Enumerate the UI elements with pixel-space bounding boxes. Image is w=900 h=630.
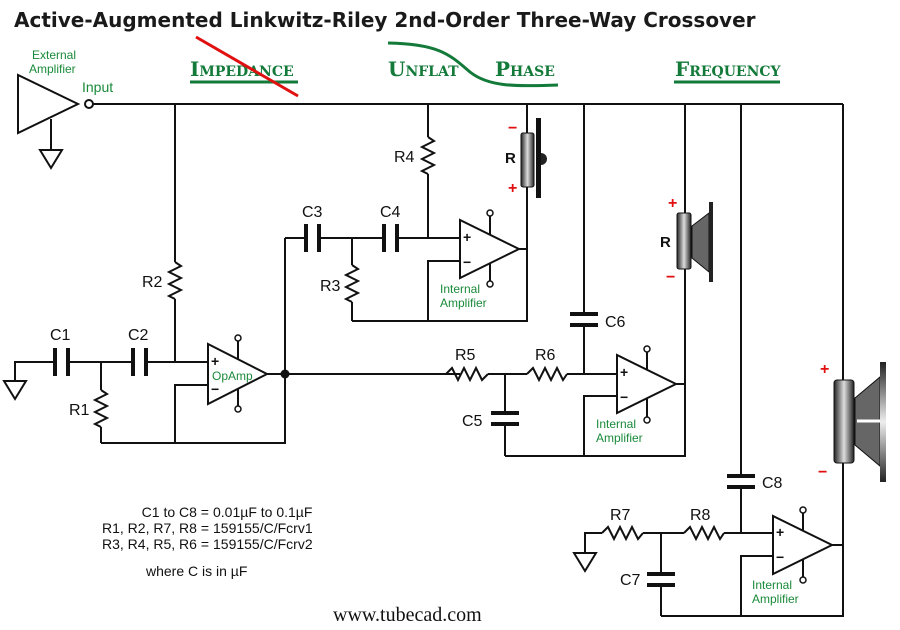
- woofer-polarity-bottom: −: [818, 464, 827, 481]
- external-amplifier: External Amplifier Input: [17, 48, 113, 170]
- stage-midrange: R5 R6 C5 C6 + − Internal Amplifier: [445, 104, 713, 457]
- label-c6: C6: [605, 314, 626, 331]
- label-r6: R6: [535, 347, 556, 364]
- internal-amp-label-2: Amplifier: [752, 592, 799, 606]
- label-c5: C5: [462, 413, 483, 430]
- resistor-r1: [92, 389, 110, 428]
- note-right-1: 0.01µF to 0.1µF: [213, 504, 312, 520]
- plus-sign: +: [463, 229, 471, 245]
- ground-icon: [572, 552, 598, 573]
- woofer-polarity-top: +: [820, 361, 829, 378]
- resistor-r2: [166, 261, 184, 300]
- woofer-speaker-icon: [833, 362, 886, 482]
- label-c7: C7: [620, 572, 641, 589]
- internal-amp-triangle: [616, 353, 679, 415]
- internal-amp-label-2: Amplifier: [440, 296, 487, 310]
- concept-unflat-phase: Unflat Phase: [387, 41, 559, 88]
- stage-tweeter: C3 R3 C4 R4 + − Internal Amplifier: [285, 104, 547, 322]
- external-amp-label-2: Amplifier: [29, 62, 76, 76]
- component-notes: C1 to C8 = 0.01µF to 0.1µF R1, R2, R7, R…: [102, 504, 313, 579]
- midrange-label: R: [660, 234, 671, 251]
- internal-amp-label-1: Internal: [752, 578, 792, 592]
- minus-sign: −: [211, 381, 219, 397]
- internal-amp-triangle: [772, 514, 835, 576]
- internal-amp-label-1: Internal: [596, 417, 636, 431]
- label-r7: R7: [610, 507, 631, 524]
- resistor-r4: [419, 136, 437, 175]
- page-title: Active-Augmented Linkwitz-Riley 2nd-Orde…: [14, 8, 756, 32]
- label-c1: C1: [50, 327, 71, 344]
- minus-sign: −: [776, 549, 784, 565]
- plus-sign: +: [776, 524, 784, 540]
- label-c2: C2: [128, 327, 149, 344]
- midrange-polarity-bottom: −: [666, 269, 675, 286]
- note-left-2: R1, R2, R7, R8 =: [102, 520, 209, 536]
- note-right-3: 159155/C/Fcrv2: [213, 536, 313, 552]
- minus-sign: −: [463, 254, 471, 270]
- external-amp-label-1: External: [32, 48, 76, 62]
- phase-curve-icon: [387, 41, 559, 88]
- minus-sign: −: [620, 389, 628, 405]
- strike-through-icon: [195, 35, 299, 98]
- plus-sign: +: [620, 364, 628, 380]
- internal-amp-label-1: Internal: [440, 282, 480, 296]
- input-terminal: [84, 99, 94, 109]
- resistor-r3: [343, 264, 361, 303]
- midrange-polarity-top: +: [668, 195, 677, 212]
- phase-label: Phase: [495, 57, 555, 81]
- website-link[interactable]: www.tubecad.com: [333, 604, 482, 626]
- label-r2: R2: [142, 274, 163, 291]
- label-r5: R5: [455, 347, 476, 364]
- tweeter-polarity-top: −: [508, 120, 517, 137]
- resistor-r6: [526, 365, 568, 383]
- ground-icon: [38, 149, 64, 170]
- internal-amp-triangle: [459, 218, 522, 280]
- label-r8: R8: [690, 507, 711, 524]
- amplifier-triangle-icon: [17, 73, 81, 135]
- note-right-2: 159155/C/Fcrv1: [213, 520, 313, 536]
- ground-icon: [2, 380, 28, 401]
- resistor-r7: [601, 524, 644, 542]
- concept-frequency: Frequency: [674, 57, 782, 84]
- input-label: Input: [82, 79, 113, 95]
- note-footer: where C is in µF: [145, 563, 247, 579]
- label-c8: C8: [762, 475, 783, 492]
- stage-opamp: R2 C1 R1 C2 + − OpAmp: [2, 104, 460, 444]
- resistor-r5: [445, 365, 489, 383]
- note-left-1: C1 to C8 =: [142, 504, 209, 520]
- resistor-r8: [683, 524, 725, 542]
- tweeter-speaker-icon: [520, 118, 547, 198]
- tweeter-polarity-bottom: +: [508, 180, 517, 197]
- note-left-3: R3, R4, R5, R6 =: [102, 536, 209, 552]
- midrange-speaker-icon: [676, 202, 713, 282]
- label-r4: R4: [394, 149, 415, 166]
- impedance-label: Impedance: [190, 57, 294, 81]
- label-r3: R3: [320, 278, 341, 295]
- opamp-label: OpAmp: [212, 369, 253, 383]
- unflat-label: Unflat: [388, 57, 459, 81]
- internal-amp-label-2: Amplifier: [596, 431, 643, 445]
- label-r1: R1: [69, 402, 90, 419]
- stage-woofer: C8 R7 R8 C7 + − Internal Amplifier: [572, 104, 886, 617]
- concept-impedance: Impedance: [190, 35, 299, 98]
- tweeter-label: R: [505, 150, 516, 167]
- label-c4: C4: [380, 204, 401, 221]
- plus-sign: +: [211, 353, 219, 369]
- frequency-label: Frequency: [675, 57, 782, 81]
- label-c3: C3: [302, 204, 323, 221]
